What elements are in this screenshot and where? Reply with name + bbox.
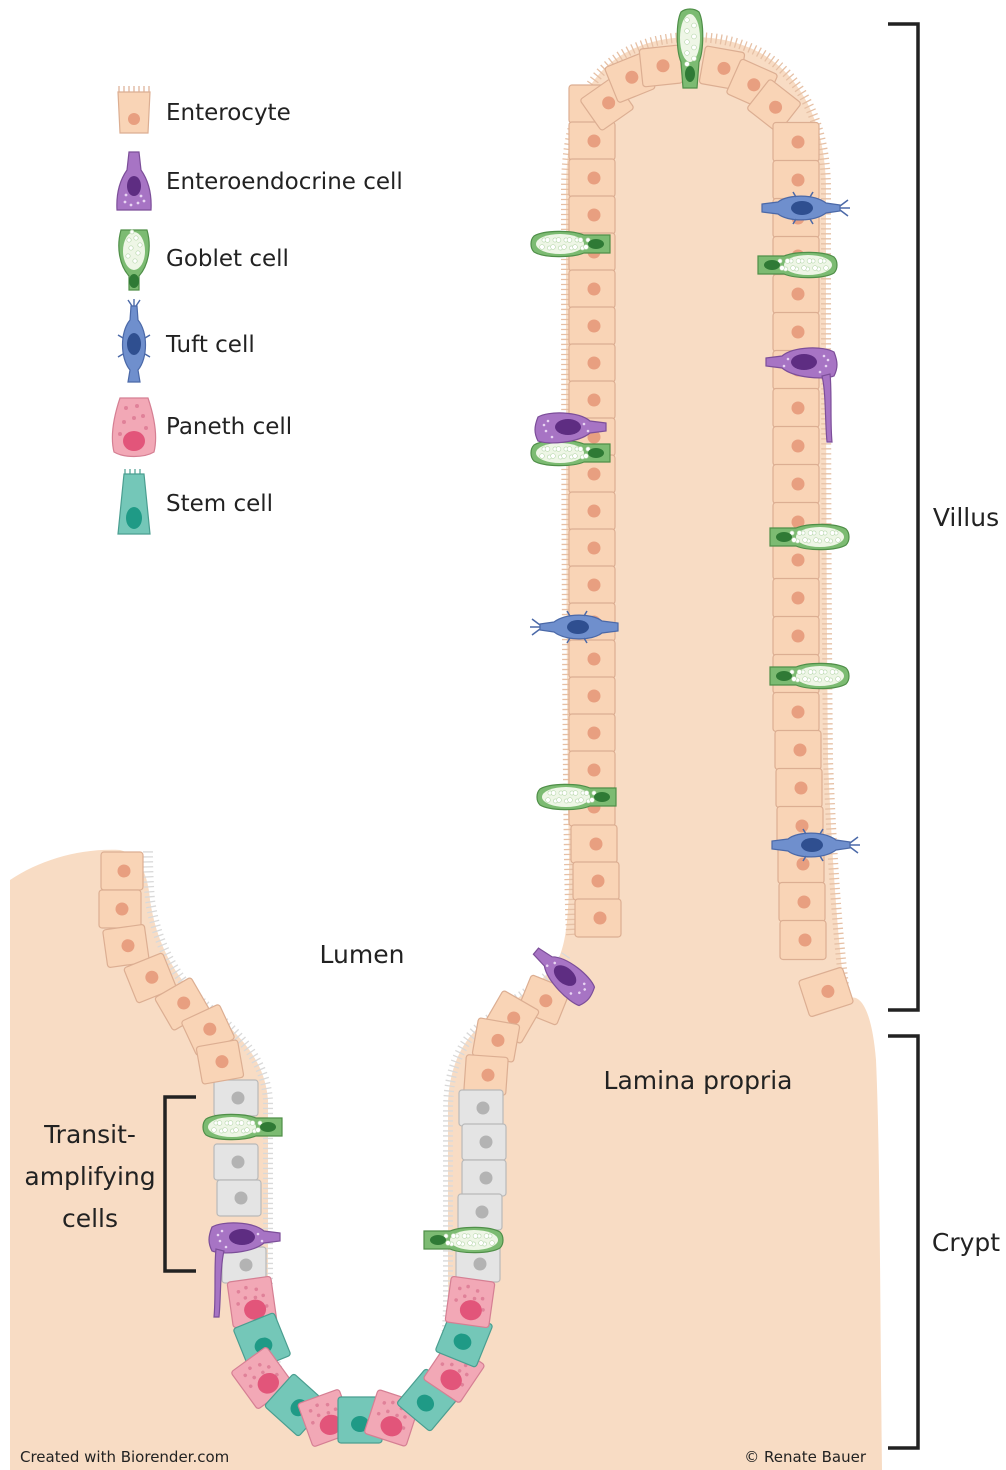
enterocyte-cell	[776, 769, 822, 808]
transit-amplifying-label-line3: cells	[62, 1204, 118, 1233]
transit-amplifying-label-line2: amplifying	[24, 1162, 155, 1191]
legend-label-enteroendocrine-cell: Enteroendocrine cell	[166, 169, 403, 195]
goblet-cell	[758, 252, 837, 277]
lumen-label: Lumen	[320, 940, 405, 969]
transit-cell	[214, 1080, 258, 1116]
legend-label-goblet-cell: Goblet cell	[166, 246, 289, 272]
goblet-cell-icon	[119, 230, 149, 290]
paneth-cell-icon	[112, 398, 155, 457]
legend-label-tuft-cell: Tuft cell	[165, 332, 255, 358]
goblet-cell	[770, 524, 849, 549]
tuft-cell-icon	[118, 299, 150, 382]
enterocyte-cell	[773, 465, 819, 504]
legend-label-paneth-cell: Paneth cell	[166, 414, 292, 440]
crypt-bracket	[888, 1036, 918, 1448]
enterocyte-cell	[464, 1055, 509, 1096]
enterocyte-cell	[773, 389, 819, 428]
enterocyte-cell	[99, 890, 141, 928]
enterocyte-cell	[101, 852, 143, 890]
transit-cell	[217, 1180, 261, 1216]
transit-cell	[459, 1090, 503, 1126]
goblet-cell	[770, 663, 849, 688]
legend-label-stem-cell: Stem cell	[166, 491, 273, 517]
enterocyte-cell	[569, 566, 615, 604]
legend: Enterocyte Enteroendocrine cell Goblet c…	[112, 86, 402, 534]
enterocyte-cell	[569, 529, 615, 567]
enterocyte-cell	[569, 122, 615, 160]
goblet-cell	[531, 440, 610, 465]
enterocyte-cell	[569, 677, 615, 715]
stem-cell-icon	[118, 469, 150, 534]
transit-cell	[462, 1160, 506, 1196]
goblet-cell	[531, 231, 610, 256]
enterocyte-cell	[569, 714, 615, 752]
enterocyte-cell	[779, 883, 825, 922]
enterocyte-cell	[569, 159, 615, 197]
enterocyte-cell	[773, 275, 819, 314]
enterocyte-cell	[569, 381, 615, 419]
enterocyte-cell	[773, 427, 819, 466]
enterocyte-cell	[780, 921, 826, 960]
goblet-cell	[424, 1227, 503, 1252]
enterocyte-cell	[575, 899, 621, 937]
transit-cell	[214, 1144, 258, 1180]
enteroendocrine-cell-icon	[117, 152, 151, 210]
enterocyte-cell	[196, 1040, 244, 1085]
enterocyte-cell	[569, 640, 615, 678]
enterocyte-icon	[118, 86, 150, 133]
enterocyte-cell	[773, 313, 819, 352]
enterocyte-cell	[775, 731, 821, 770]
goblet-cell	[203, 1114, 282, 1139]
enterocyte-cell	[773, 693, 819, 732]
transit-cell	[458, 1194, 502, 1230]
goblet-cell	[537, 784, 616, 809]
paneth-cell	[445, 1276, 495, 1328]
legend-label-enterocyte: Enterocyte	[166, 100, 291, 126]
transit-amplifying-label-line1: Transit-	[43, 1120, 136, 1149]
enterocyte-cell	[773, 123, 819, 162]
enterocyte-cell	[569, 270, 615, 308]
crypt-label: Crypt	[932, 1228, 1000, 1257]
enterocyte-cell	[569, 492, 615, 530]
enterocyte-cell	[569, 307, 615, 345]
enterocyte-cell	[569, 751, 615, 789]
lamina-propria-label: Lamina propria	[604, 1066, 793, 1095]
villus-label: Villus	[933, 503, 999, 532]
enterocyte-cell	[773, 617, 819, 656]
enterocyte-cell	[571, 825, 617, 863]
enterocyte-cell	[773, 579, 819, 618]
enterocyte-cell	[639, 45, 683, 87]
credit-biorender: Created with Biorender.com	[20, 1448, 229, 1466]
enterocyte-cell	[573, 862, 619, 900]
credit-author: © Renate Bauer	[744, 1448, 867, 1466]
enterocyte-cell	[569, 196, 615, 234]
transit-cell	[462, 1124, 506, 1160]
enterocyte-cell	[569, 344, 615, 382]
villus-bracket	[888, 24, 918, 1010]
